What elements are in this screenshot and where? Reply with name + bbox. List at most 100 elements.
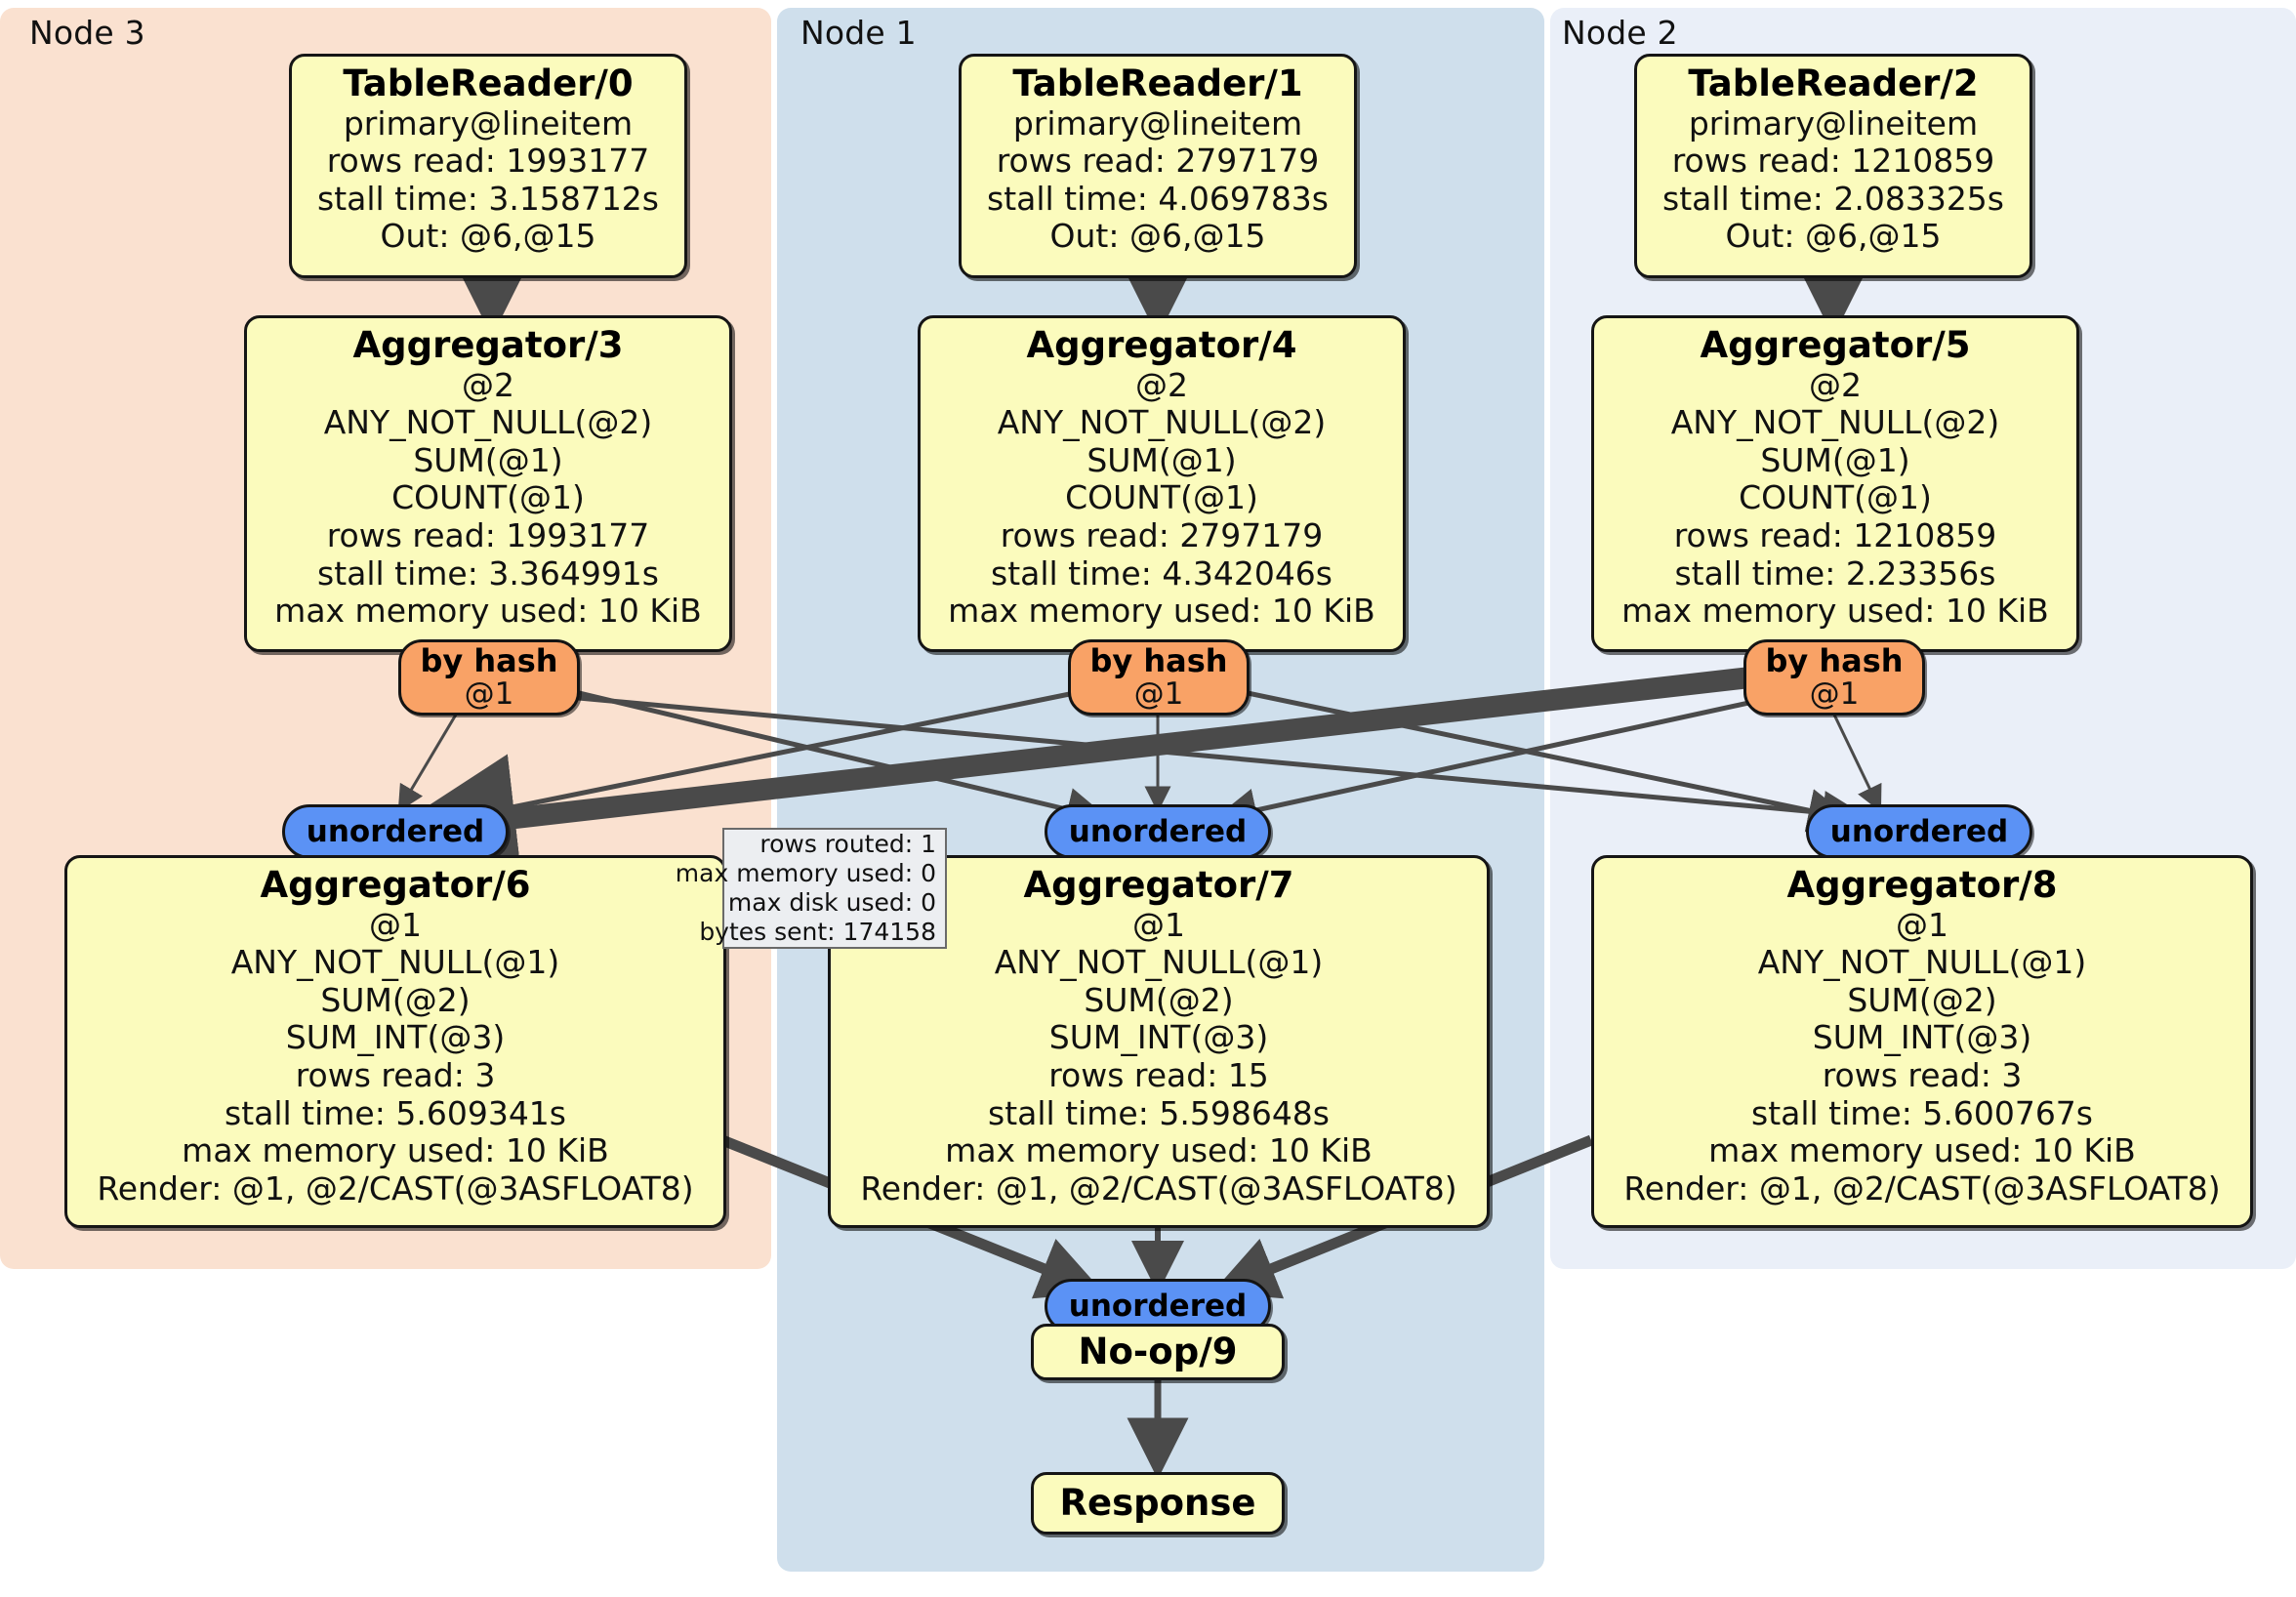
cluster-label-node2: Node 2 [1562,14,1678,52]
node-line: ANY_NOT_NULL(@1) [994,943,1324,982]
node-line: Render: @1, @2/CAST(@3ASFLOAT8) [97,1168,694,1208]
node-line: max memory used: 10 KiB [945,1131,1373,1170]
node-table-reader-1[interactable]: TableReader/1 primary@lineitem rows read… [959,54,1357,278]
node-title: Aggregator/6 [260,864,531,906]
router-sublabel: @1 [464,676,514,712]
node-line: rows read: 1993177 [326,516,650,555]
node-title: Aggregator/3 [352,324,624,366]
node-table-reader-2[interactable]: TableReader/2 primary@lineitem rows read… [1634,54,2032,278]
node-line: Out: @6,@15 [380,217,596,256]
node-title: TableReader/1 [1012,62,1303,104]
stream-unordered-1[interactable]: unordered [1045,804,1271,859]
stream-label: unordered [1068,814,1248,849]
node-line: @2 [462,365,514,404]
router-by-hash-1[interactable]: by hash @1 [1068,639,1250,716]
tooltip-line: max disk used: 0 [727,887,936,917]
node-line: COUNT(@1) [1739,478,1932,517]
node-line: max memory used: 10 KiB [182,1131,609,1170]
node-line: stall time: 2.23356s [1674,553,1996,593]
node-title: Aggregator/7 [1023,864,1294,906]
node-line: rows read: 15 [1048,1056,1269,1095]
node-line: stall time: 4.069783s [987,179,1329,218]
node-response[interactable]: Response [1031,1472,1285,1535]
node-line: max memory used: 10 KiB [1708,1131,2136,1170]
node-title: TableReader/0 [343,62,634,104]
node-line: @1 [1132,905,1185,944]
edge-stats-tooltip: rows routed: 1 max memory used: 0 max di… [676,828,947,949]
node-line: ANY_NOT_NULL(@2) [323,403,653,442]
node-line: ANY_NOT_NULL(@2) [1670,403,2000,442]
node-aggregator-5[interactable]: Aggregator/5 @2 ANY_NOT_NULL(@2) SUM(@1)… [1591,315,2079,652]
node-line: stall time: 5.600767s [1751,1093,2093,1132]
node-line: Out: @6,@15 [1725,217,1942,256]
node-line: SUM_INT(@3) [1812,1018,2032,1057]
node-aggregator-8[interactable]: Aggregator/8 @1 ANY_NOT_NULL(@1) SUM(@2)… [1591,855,2253,1228]
tooltip-line: bytes sent: 174158 [699,917,936,946]
node-title: TableReader/2 [1688,62,1979,104]
node-line: ANY_NOT_NULL(@2) [997,403,1327,442]
node-line: SUM(@2) [1084,980,1234,1019]
node-aggregator-4[interactable]: Aggregator/4 @2 ANY_NOT_NULL(@2) SUM(@1)… [918,315,1406,652]
node-line: primary@lineitem [1012,103,1303,143]
stream-label: unordered [1829,814,2009,849]
node-line: rows read: 1210859 [1673,516,1997,555]
node-line: max memory used: 10 KiB [1621,592,2049,631]
node-line: SUM(@1) [413,440,563,479]
node-line: SUM(@1) [1086,440,1237,479]
router-by-hash-2[interactable]: by hash @1 [1743,639,1925,716]
node-line: stall time: 5.609341s [225,1093,566,1132]
node-title: Aggregator/5 [1700,324,1971,366]
node-title: Response [1059,1482,1256,1525]
node-table-reader-0[interactable]: TableReader/0 primary@lineitem rows read… [289,54,687,278]
node-line: max memory used: 10 KiB [948,592,1375,631]
tooltip-line: max memory used: 0 [675,858,936,887]
router-sublabel: @1 [1133,676,1184,712]
stream-label: unordered [306,814,485,849]
node-title: No-op/9 [1078,1331,1238,1373]
cluster-label-node1: Node 1 [800,14,917,52]
node-no-op-9[interactable]: No-op/9 [1031,1324,1285,1380]
node-line: max memory used: 10 KiB [274,592,702,631]
node-line: Render: @1, @2/CAST(@3ASFLOAT8) [1623,1168,2221,1208]
node-line: ANY_NOT_NULL(@1) [1757,943,2087,982]
node-line: @1 [1896,905,1948,944]
router-label: by hash [1765,641,1904,679]
node-line: Out: @6,@15 [1049,217,1266,256]
node-line: stall time: 2.083325s [1662,179,2004,218]
node-line: ANY_NOT_NULL(@1) [230,943,560,982]
router-by-hash-0[interactable]: by hash @1 [398,639,580,716]
stream-unordered-0[interactable]: unordered [282,804,509,859]
node-line: stall time: 5.598648s [988,1093,1330,1132]
tooltip-line: rows routed: 1 [759,829,936,858]
node-line: rows read: 2797179 [996,142,1320,181]
node-line: @2 [1809,365,1862,404]
router-sublabel: @1 [1809,676,1860,712]
stream-unordered-2[interactable]: unordered [1806,804,2032,859]
node-aggregator-6[interactable]: Aggregator/6 @1 ANY_NOT_NULL(@1) SUM(@2)… [64,855,726,1228]
node-title: Aggregator/8 [1786,864,2058,906]
node-line: @1 [369,905,422,944]
stream-label: unordered [1068,1289,1248,1324]
node-line: rows read: 3 [295,1056,496,1095]
node-line: @2 [1135,365,1188,404]
node-line: stall time: 4.342046s [991,553,1332,593]
node-aggregator-3[interactable]: Aggregator/3 @2 ANY_NOT_NULL(@2) SUM(@1)… [244,315,732,652]
node-line: COUNT(@1) [1065,478,1258,517]
router-label: by hash [420,641,558,679]
node-line: rows read: 2797179 [1000,516,1324,555]
node-line: SUM(@1) [1760,440,1910,479]
node-line: primary@lineitem [1688,103,1979,143]
node-line: stall time: 3.364991s [317,553,659,593]
node-line: SUM(@2) [320,980,471,1019]
router-label: by hash [1089,641,1228,679]
node-line: SUM(@2) [1847,980,1997,1019]
node-line: SUM_INT(@3) [1048,1018,1269,1057]
node-line: rows read: 1993177 [326,142,650,181]
node-line: COUNT(@1) [391,478,585,517]
cluster-label-node3: Node 3 [29,14,145,52]
node-line: rows read: 3 [1822,1056,2023,1095]
node-line: primary@lineitem [343,103,634,143]
node-line: stall time: 3.158712s [317,179,659,218]
node-title: Aggregator/4 [1026,324,1297,366]
